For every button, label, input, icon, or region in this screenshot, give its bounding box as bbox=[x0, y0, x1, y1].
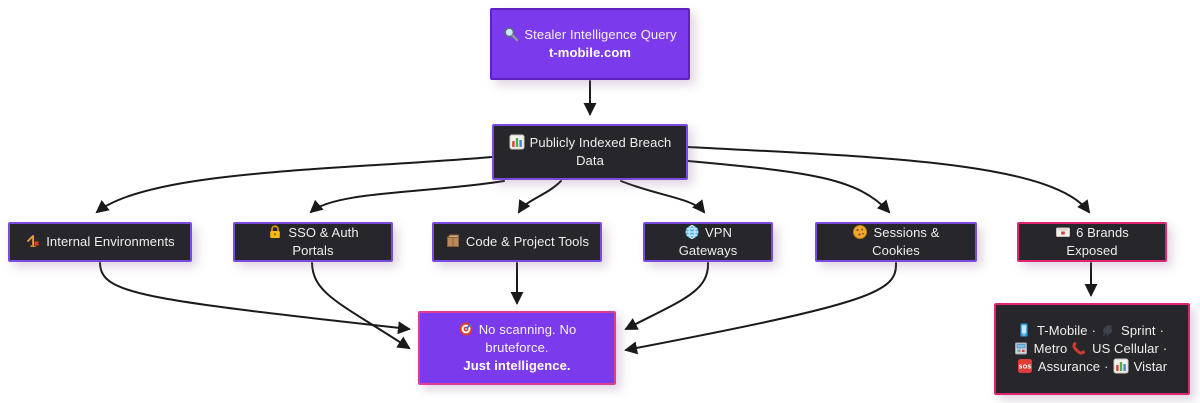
separator: · bbox=[1162, 340, 1168, 356]
edge-breach-to-code bbox=[517, 180, 562, 214]
sessions-label: Sessions & Cookies bbox=[827, 224, 965, 260]
node-code-project-tools: Code & Project Tools bbox=[432, 222, 602, 262]
query-label: Stealer Intelligence Query t-mobile.com bbox=[503, 26, 676, 62]
brand-name: US Cellular bbox=[1092, 340, 1159, 356]
brand-item-vistar: Vistar bbox=[1113, 358, 1168, 375]
separator: · bbox=[1104, 359, 1109, 375]
bar-chart-icon bbox=[509, 134, 525, 150]
brand-name: T-Mobile bbox=[1036, 322, 1088, 338]
node-no-scanning: No scanning. No bruteforce. Just intelli… bbox=[418, 311, 616, 385]
vpn-text: VPN Gateways bbox=[678, 224, 738, 258]
sos-icon: SOS bbox=[1017, 358, 1033, 374]
code-label: Code & Project Tools bbox=[445, 233, 589, 251]
edge-breach-to-vpn bbox=[620, 180, 706, 214]
node-breach-data: Publicly Indexed Breach Data bbox=[492, 124, 688, 180]
brand-item-metro: Metro bbox=[1013, 341, 1068, 356]
node-internal-environments: Internal Environments bbox=[8, 222, 192, 262]
no-scan-text: No scanning. No bruteforce. bbox=[478, 321, 577, 355]
separator: · bbox=[1091, 322, 1097, 338]
internal-label: Internal Environments bbox=[25, 233, 175, 251]
magnifier-icon bbox=[503, 26, 519, 42]
edge-breach-to-brands bbox=[687, 146, 1091, 214]
brands-exposed-text: 6 Brands Exposed bbox=[1066, 224, 1129, 258]
brand-item-sprint: Sprint bbox=[1100, 323, 1156, 338]
satellite-dish-icon bbox=[1100, 322, 1116, 338]
mobile-phone-icon bbox=[1016, 322, 1032, 338]
brand-item-uscellular: US Cellular bbox=[1071, 341, 1159, 356]
no-scan-highlight: Just intelligence. bbox=[463, 358, 571, 374]
sessions-text: Sessions & Cookies bbox=[872, 224, 940, 258]
vpn-label: VPN Gateways bbox=[655, 224, 761, 260]
node-stealer-query: Stealer Intelligence Query t-mobile.com bbox=[490, 8, 690, 80]
brand-name: Metro bbox=[1033, 340, 1068, 356]
no-scan-label: No scanning. No bruteforce. Just intelli… bbox=[430, 321, 604, 376]
storefront-icon bbox=[1013, 340, 1029, 356]
edge-breach-to-sso bbox=[309, 180, 505, 214]
cookie-icon bbox=[852, 224, 868, 240]
sso-text: SSO & Auth Portals bbox=[288, 224, 359, 258]
lock-icon bbox=[267, 224, 283, 240]
node-brands-exposed: 6 Brands Exposed bbox=[1017, 222, 1167, 262]
phone-receiver-icon bbox=[1071, 340, 1087, 356]
node-sessions-cookies: Sessions & Cookies bbox=[815, 222, 977, 262]
edge-sso-to-noscan bbox=[311, 262, 411, 350]
brand-item-tmobile: T-Mobile bbox=[1016, 322, 1088, 338]
query-text: Stealer Intelligence Query bbox=[524, 26, 677, 42]
package-icon bbox=[445, 233, 461, 249]
edge-internal-to-noscan bbox=[99, 262, 411, 335]
code-text: Code & Project Tools bbox=[465, 233, 590, 249]
globe-icon bbox=[684, 224, 700, 240]
edge-sessions-to-noscan bbox=[624, 262, 898, 355]
sos-icon-text: SOS bbox=[1018, 364, 1031, 370]
brand-name: Vistar bbox=[1133, 359, 1168, 375]
brands-exposed-label: 6 Brands Exposed bbox=[1029, 224, 1155, 260]
node-vpn-gateways: VPN Gateways bbox=[643, 222, 773, 262]
sso-label: SSO & Auth Portals bbox=[245, 224, 381, 260]
breach-text: Publicly Indexed Breach Data bbox=[529, 134, 672, 168]
edge-breach-to-sessions bbox=[687, 160, 891, 214]
breach-label: Publicly Indexed Breach Data bbox=[504, 134, 676, 170]
edge-vpn-to-noscan bbox=[624, 262, 710, 330]
bar-chart-icon bbox=[1113, 358, 1129, 374]
node-sso-auth-portals: SSO & Auth Portals bbox=[233, 222, 393, 262]
brand-name: Assurance bbox=[1037, 359, 1101, 375]
query-domain: t-mobile.com bbox=[548, 45, 632, 60]
separator: · bbox=[1159, 322, 1165, 338]
id-card-icon bbox=[1055, 224, 1071, 240]
brand-name: Sprint bbox=[1121, 322, 1156, 338]
construction-crane-icon bbox=[25, 233, 41, 249]
brand-item-assurance: SOS Assurance bbox=[1017, 359, 1100, 374]
internal-text: Internal Environments bbox=[46, 233, 175, 249]
edge-breach-to-internal bbox=[95, 156, 493, 214]
target-icon bbox=[458, 321, 474, 337]
